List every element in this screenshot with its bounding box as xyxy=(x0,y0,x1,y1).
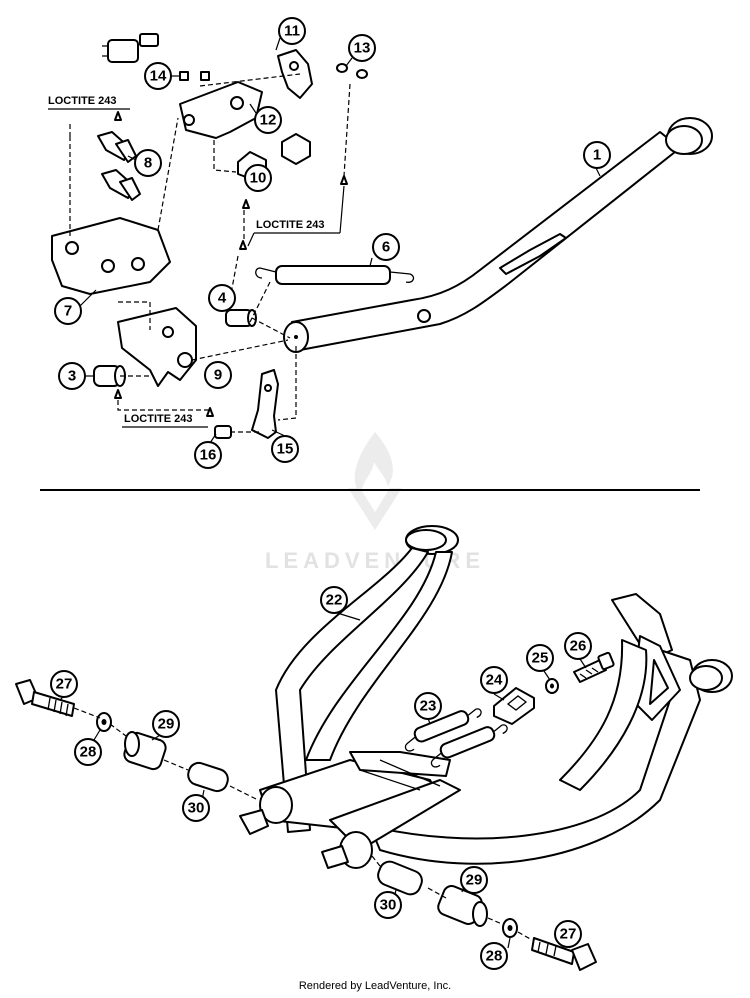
center-stand-assembly xyxy=(15,525,733,971)
part-25-washer xyxy=(545,678,559,694)
part-12-sensor-bracket xyxy=(179,81,263,139)
callout-27-left: 27 xyxy=(50,670,78,698)
callout-30-right: 30 xyxy=(374,891,402,919)
part-28-washer-right xyxy=(502,918,518,938)
callout-24: 24 xyxy=(480,666,508,694)
svg-text:23: 23 xyxy=(420,698,437,715)
svg-text:13: 13 xyxy=(354,40,371,57)
callout-29-left: 29 xyxy=(152,710,180,738)
callout-28-right: 28 xyxy=(480,942,508,970)
part-6-spring xyxy=(255,265,415,285)
callout-9: 9 xyxy=(204,361,232,389)
svg-text:29: 29 xyxy=(158,716,175,733)
loctite-notes: LOCTITE 243 LOCTITE 243 LOCTITE 243 xyxy=(48,95,345,428)
right-hardware xyxy=(371,855,597,971)
svg-text:26: 26 xyxy=(570,638,587,655)
callout-12: 12 xyxy=(254,106,282,134)
footer-credit: Rendered by LeadVenture, Inc. xyxy=(299,980,451,992)
callout-7: 7 xyxy=(54,297,82,325)
svg-text:3: 3 xyxy=(68,368,76,385)
callout-30-left: 30 xyxy=(182,794,210,822)
part-14-nuts xyxy=(179,71,210,81)
callout-22: 22 xyxy=(320,586,348,614)
callout-8: 8 xyxy=(134,149,162,177)
svg-text:30: 30 xyxy=(380,897,397,914)
part-22-center-stand xyxy=(239,525,733,869)
part-9-stand-plate xyxy=(117,307,197,387)
part-13-screws xyxy=(336,63,368,79)
svg-text:28: 28 xyxy=(486,948,503,965)
svg-text:12: 12 xyxy=(260,112,277,129)
svg-text:9: 9 xyxy=(214,367,222,384)
svg-text:30: 30 xyxy=(188,800,205,817)
part-27-bolt-right xyxy=(531,937,597,971)
svg-text:22: 22 xyxy=(326,592,343,609)
callout-4: 4 xyxy=(208,284,236,312)
part-30-sleeve-right xyxy=(377,860,423,896)
callout-15: 15 xyxy=(271,435,299,463)
svg-text:28: 28 xyxy=(80,744,97,761)
part-1-side-stand xyxy=(283,117,713,353)
callout-6: 6 xyxy=(372,233,400,261)
side-stand-assembly: LOCTITE 243 LOCTITE 243 LOCTITE 243 xyxy=(48,15,713,439)
callout-10: 10 xyxy=(244,164,272,192)
callout-14: 14 xyxy=(144,62,172,90)
callout-1: 1 xyxy=(583,141,611,169)
part-30-sleeve-left xyxy=(187,761,229,793)
callout-3: 3 xyxy=(58,362,86,390)
callout-27-right: 27 xyxy=(554,920,582,948)
loctite-label-1: LOCTITE 243 xyxy=(48,95,116,107)
part-8-bolts xyxy=(97,131,141,201)
svg-text:6: 6 xyxy=(382,239,390,256)
callout-26: 26 xyxy=(564,632,592,660)
svg-text:24: 24 xyxy=(486,672,503,689)
svg-text:4: 4 xyxy=(218,290,227,307)
callout-16: 16 xyxy=(194,441,222,469)
svg-text:29: 29 xyxy=(466,872,483,889)
callout-25: 25 xyxy=(526,644,554,672)
svg-text:7: 7 xyxy=(64,303,72,320)
assembly-lines xyxy=(69,73,351,433)
svg-text:11: 11 xyxy=(284,23,300,40)
part-24-bracket xyxy=(493,687,535,725)
svg-text:27: 27 xyxy=(560,926,577,943)
callout-13: 13 xyxy=(348,34,376,62)
svg-text:8: 8 xyxy=(144,155,152,172)
part-29-bushing-left xyxy=(123,731,167,771)
part-23-springs xyxy=(404,708,508,768)
svg-text:14: 14 xyxy=(150,68,167,85)
callout-28-left: 28 xyxy=(74,738,102,766)
left-hardware xyxy=(15,679,259,801)
part-15-switch-plate xyxy=(251,369,279,439)
svg-text:10: 10 xyxy=(250,170,267,187)
part-7-mounting-bracket xyxy=(51,217,171,295)
loctite-drops xyxy=(114,111,348,417)
callout-11: 11 xyxy=(278,17,306,45)
loctite-label-2: LOCTITE 243 xyxy=(256,219,324,231)
svg-text:15: 15 xyxy=(277,441,294,458)
svg-text:27: 27 xyxy=(56,676,73,693)
watermark-logo-icon xyxy=(354,432,393,496)
callout-29-right: 29 xyxy=(460,866,488,894)
svg-text:16: 16 xyxy=(200,447,217,464)
part-16-screw xyxy=(214,425,232,439)
part-11-sensor-cable xyxy=(102,15,313,99)
svg-text:1: 1 xyxy=(593,147,601,164)
callout-23: 23 xyxy=(414,692,442,720)
part-28-washer-left xyxy=(96,712,112,732)
part-26-bolt xyxy=(573,651,615,683)
loctite-label-3: LOCTITE 243 xyxy=(124,413,192,425)
svg-text:25: 25 xyxy=(532,650,549,667)
